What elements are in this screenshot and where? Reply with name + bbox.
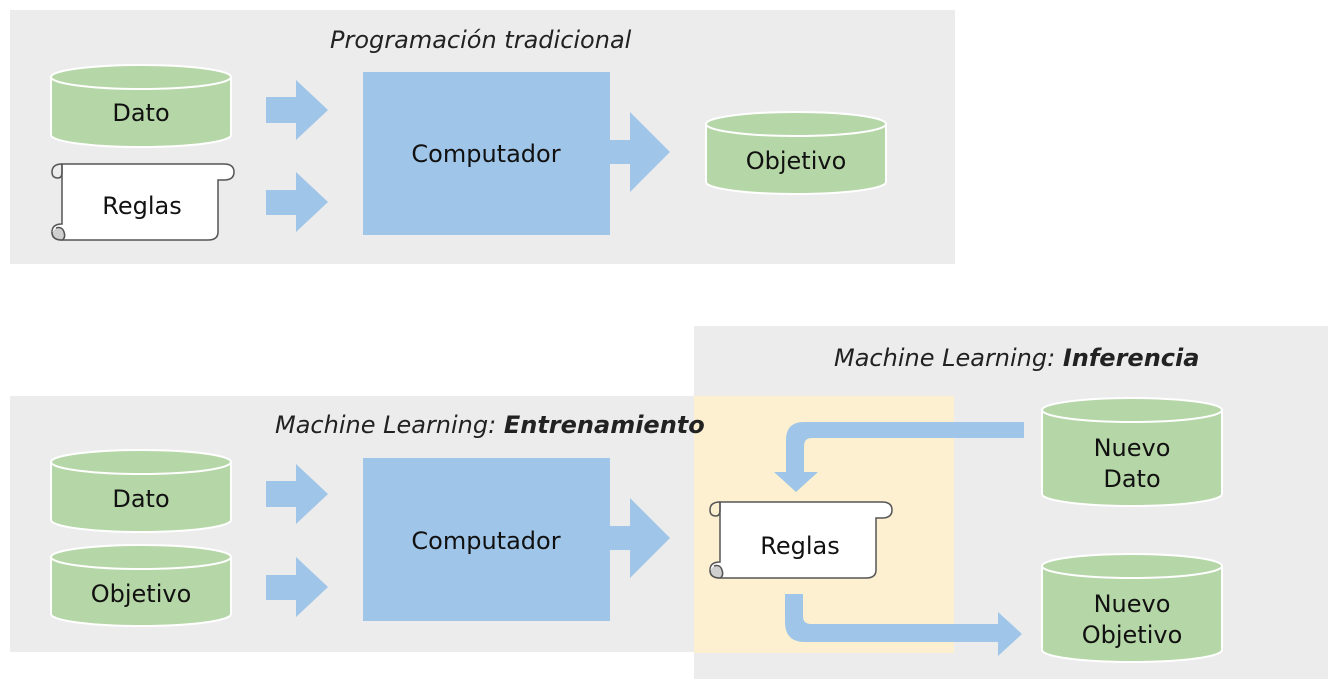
new-data-label-line1: Nuevo bbox=[1094, 434, 1171, 462]
arrow-training-data-to-computer bbox=[266, 464, 328, 524]
computer-box: Computador bbox=[363, 72, 610, 235]
inference-rules-label: Reglas bbox=[760, 532, 839, 560]
rules-label: Reglas bbox=[102, 192, 181, 220]
arrow-training-target-to-computer bbox=[266, 557, 328, 617]
inference-title-prefix: Machine Learning: bbox=[834, 344, 1063, 372]
arrow-computer-to-output bbox=[610, 112, 670, 192]
new-target-label-line1: Nuevo bbox=[1094, 590, 1171, 618]
data-label: Dato bbox=[112, 99, 169, 127]
output-cylinder: Objetivo bbox=[705, 111, 887, 195]
training-title: Machine Learning: Entrenamiento bbox=[275, 411, 705, 439]
training-target-label: Objetivo bbox=[91, 580, 192, 608]
training-title-bold: Entrenamiento bbox=[503, 411, 705, 439]
arrow-new-data-to-rules bbox=[774, 422, 1024, 492]
new-data-cylinder: Nuevo Dato bbox=[1041, 397, 1223, 507]
arrow-data-to-computer bbox=[266, 80, 328, 140]
inference-title: Machine Learning: Inferencia bbox=[834, 344, 1199, 372]
training-computer-box: Computador bbox=[363, 458, 610, 621]
rules-scroll: Reglas bbox=[51, 163, 235, 241]
traditional-programming-title: Programación tradicional bbox=[330, 26, 632, 54]
arrow-computer-to-rules bbox=[610, 498, 670, 578]
new-data-label-line2: Dato bbox=[1103, 465, 1160, 493]
inference-title-bold: Inferencia bbox=[1062, 344, 1200, 372]
computer-label: Computador bbox=[411, 140, 560, 168]
training-title-prefix: Machine Learning: bbox=[275, 411, 504, 439]
training-data-label: Dato bbox=[112, 485, 169, 513]
data-cylinder: Dato bbox=[50, 64, 232, 148]
training-data-cylinder: Dato bbox=[50, 449, 232, 533]
arrow-rules-to-new-target bbox=[785, 594, 1022, 656]
new-target-label-line2: Objetivo bbox=[1082, 621, 1183, 649]
output-label: Objetivo bbox=[746, 147, 847, 175]
inference-rules-scroll: Reglas bbox=[709, 501, 893, 579]
arrow-rules-to-computer bbox=[266, 172, 328, 232]
training-computer-label: Computador bbox=[411, 527, 560, 555]
training-target-cylinder: Objetivo bbox=[50, 544, 232, 627]
new-target-cylinder: Nuevo Objetivo bbox=[1041, 553, 1223, 663]
